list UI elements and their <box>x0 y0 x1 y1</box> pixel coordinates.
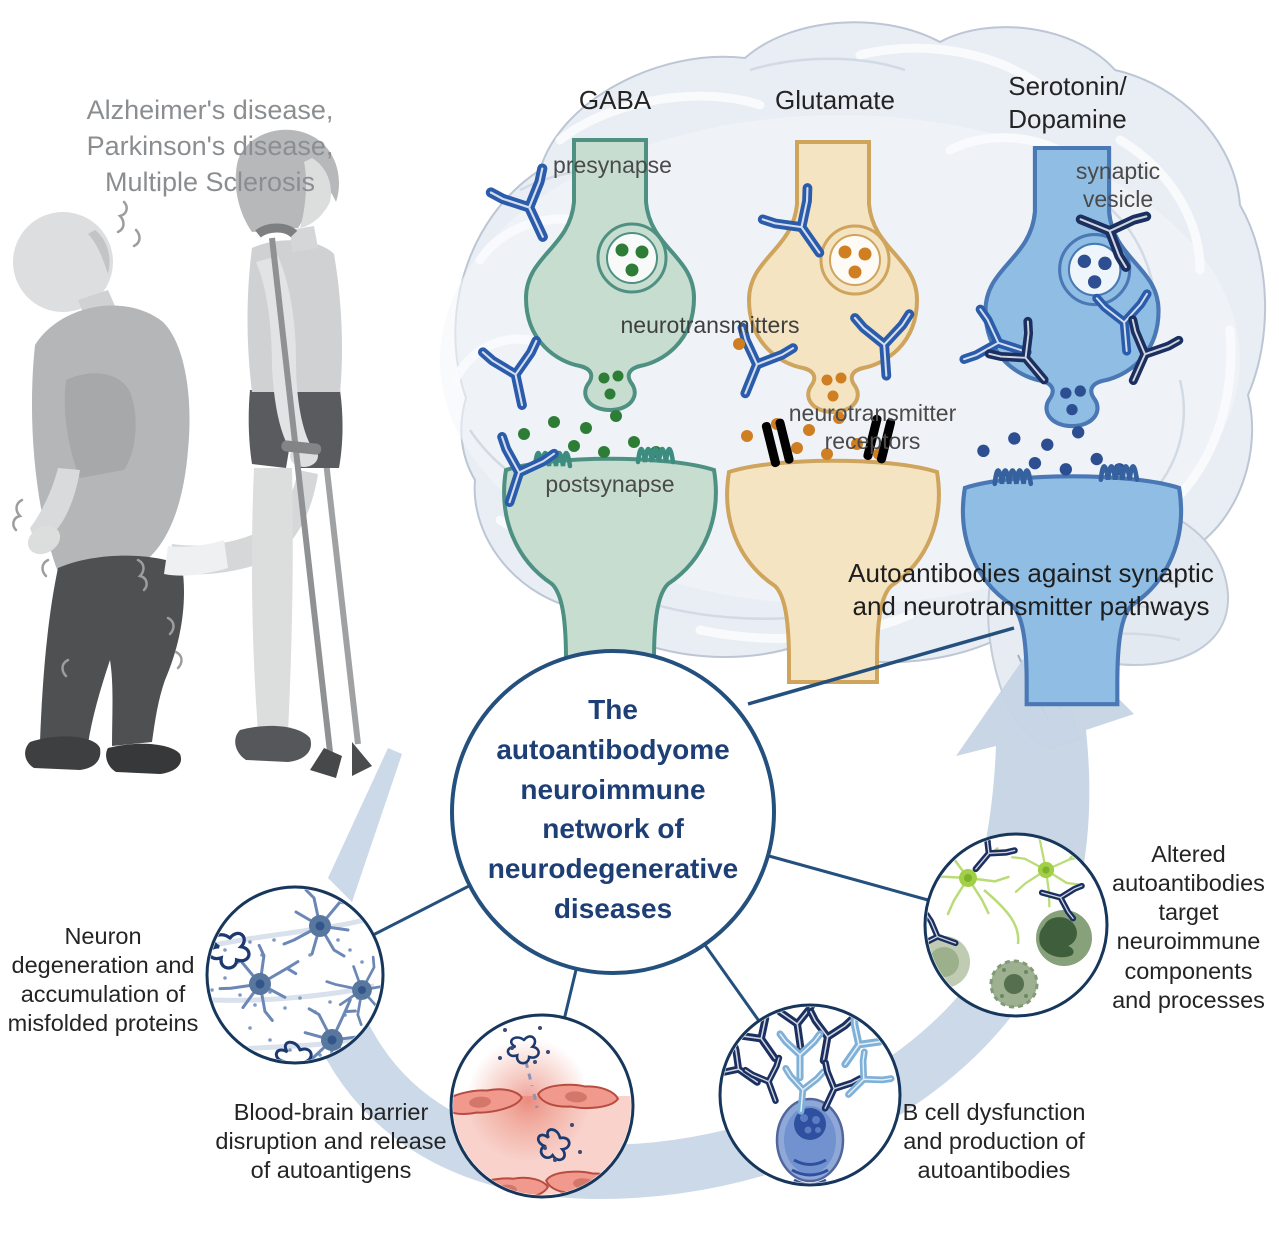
presynapse-label: presynapse <box>553 152 672 178</box>
serotonin-dopamine-label: Serotonin/ Dopamine <box>1008 71 1127 134</box>
glutamate-label: Glutamate <box>775 85 895 115</box>
diseases-label: Alzheimer's disease, Parkinson's disease… <box>86 95 334 198</box>
gaba-label: GABA <box>578 85 652 115</box>
autoantibody-icons <box>483 169 1179 511</box>
b-cell-caption: B cell dysfunction and production of aut… <box>902 1099 1086 1184</box>
pointer-line-brain <box>747 626 1015 706</box>
blood-brain-barrier-caption: Blood-brain barrier disruption and relea… <box>215 1099 447 1184</box>
neurotransmitters-label: neurotransmitters <box>620 312 800 338</box>
synaptic-vesicle-label: synaptic vesicle <box>1075 158 1161 212</box>
node-neuron-degeneration <box>205 885 385 1065</box>
postsynapse-label: postsynapse <box>545 471 675 497</box>
altered-autoantibodies-caption: Altered autoantibodies target neuroimmun… <box>1112 841 1265 1013</box>
neuron-degeneration-caption: Neuron degeneration and accumulation of … <box>7 923 199 1037</box>
network-spokes <box>372 854 929 1022</box>
patient-elderly-man <box>12 200 190 774</box>
b-cell-art <box>710 999 891 1183</box>
patient-woman-crutches <box>164 129 372 778</box>
brain-caption: Autoantibodies against synaptic and neur… <box>848 558 1214 622</box>
hub-title: The autoantibodyome neuroimmune network … <box>487 694 739 924</box>
hub-circle <box>450 649 776 975</box>
neurotransmitter-receptors-label: neurotransmitter receptors <box>788 400 957 454</box>
